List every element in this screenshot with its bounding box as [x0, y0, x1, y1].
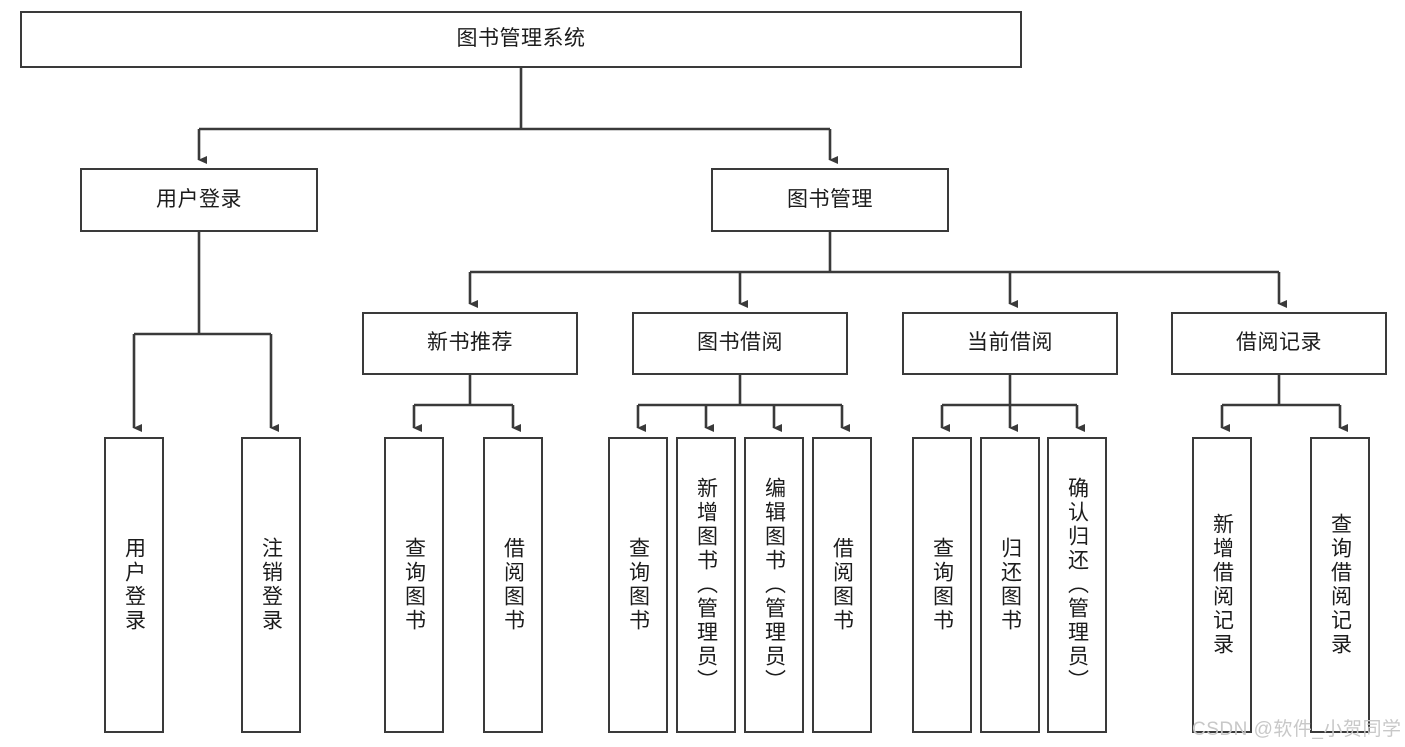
node-label: 图书借阅 — [697, 331, 783, 355]
leaf-user-login-signin[interactable]: 用户登录 — [104, 437, 164, 733]
node-root-system[interactable]: 图书管理系统 — [20, 11, 1022, 68]
leaf-borrow-edit-book-admin[interactable]: 编辑图书（管理员） — [744, 437, 804, 733]
node-label: 当前借阅 — [967, 331, 1053, 355]
node-label: 借阅记录 — [1236, 331, 1322, 355]
node-book-management[interactable]: 图书管理 — [711, 168, 949, 232]
watermark-text: CSDN @软件_小贺同学 — [1192, 719, 1402, 740]
node-label: 用户登录 — [122, 537, 146, 633]
leaf-recommend-borrow-book[interactable]: 借阅图书 — [483, 437, 543, 733]
node-label: 新增借阅记录 — [1210, 513, 1234, 657]
leaf-record-query-record[interactable]: 查询借阅记录 — [1310, 437, 1370, 733]
node-new-book-recommend[interactable]: 新书推荐 — [362, 312, 578, 375]
node-label: 借阅图书 — [501, 537, 525, 633]
node-label: 借阅图书 — [830, 537, 854, 633]
node-label: 确认归还（管理员） — [1065, 477, 1089, 693]
leaf-borrow-query-book[interactable]: 查询图书 — [608, 437, 668, 733]
leaf-recommend-query-book[interactable]: 查询图书 — [384, 437, 444, 733]
node-label: 查询图书 — [402, 537, 426, 633]
leaf-borrow-add-book-admin[interactable]: 新增图书（管理员） — [676, 437, 736, 733]
node-label: 用户登录 — [156, 187, 242, 211]
node-label: 图书管理系统 — [456, 27, 586, 51]
node-label: 查询借阅记录 — [1328, 513, 1352, 657]
node-label: 归还图书 — [998, 537, 1022, 633]
leaf-current-query-book[interactable]: 查询图书 — [912, 437, 972, 733]
node-label: 新书推荐 — [427, 331, 513, 355]
node-current-borrow[interactable]: 当前借阅 — [902, 312, 1118, 375]
leaf-record-add-record[interactable]: 新增借阅记录 — [1192, 437, 1252, 733]
node-label: 新增图书（管理员） — [694, 477, 718, 693]
leaf-user-login-signout[interactable]: 注销登录 — [241, 437, 301, 733]
leaf-borrow-borrow-book[interactable]: 借阅图书 — [812, 437, 872, 733]
node-book-borrow[interactable]: 图书借阅 — [632, 312, 848, 375]
node-label: 注销登录 — [259, 537, 283, 633]
leaf-current-return-book[interactable]: 归还图书 — [980, 437, 1040, 733]
node-label: 编辑图书（管理员） — [762, 477, 786, 693]
leaf-current-confirm-return-admin[interactable]: 确认归还（管理员） — [1047, 437, 1107, 733]
node-user-login[interactable]: 用户登录 — [80, 168, 318, 232]
node-borrow-record[interactable]: 借阅记录 — [1171, 312, 1387, 375]
node-label: 查询图书 — [930, 537, 954, 633]
node-label: 图书管理 — [787, 187, 873, 211]
node-label: 查询图书 — [626, 537, 650, 633]
